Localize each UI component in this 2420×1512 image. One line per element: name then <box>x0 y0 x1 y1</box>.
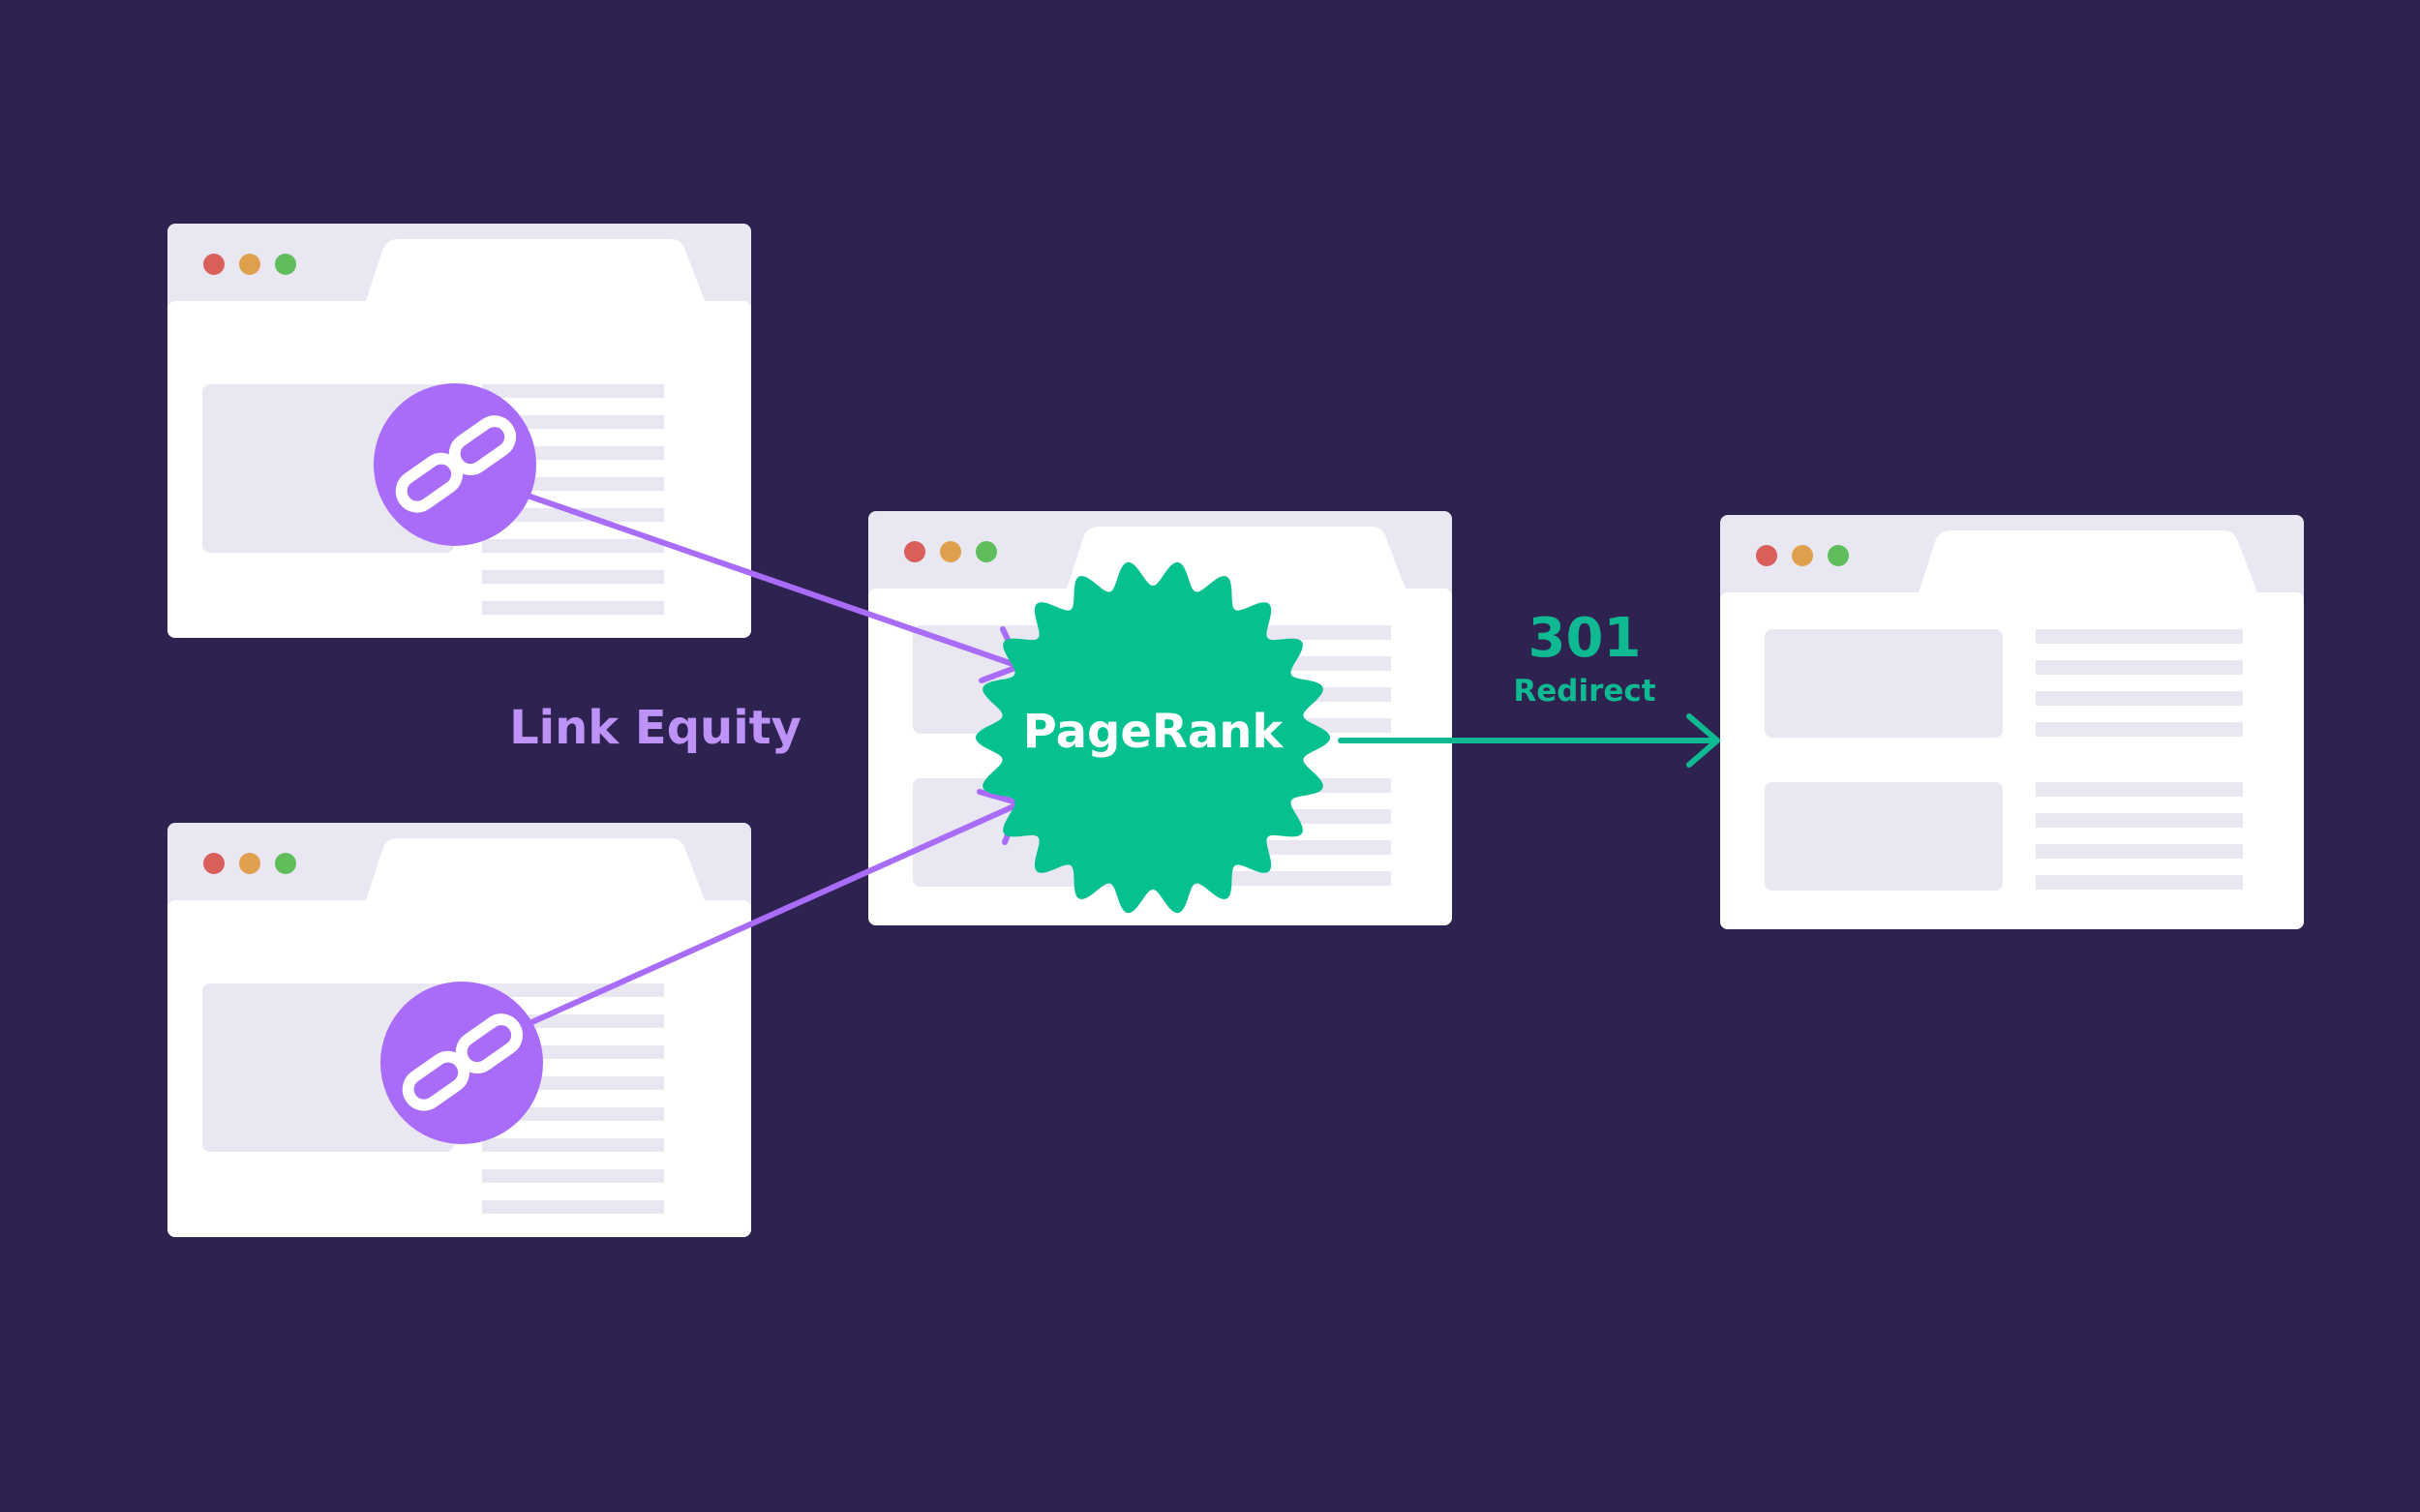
close-dot <box>203 254 225 275</box>
link-equity-label: Link Equity <box>509 701 802 755</box>
pagerank-seal <box>976 561 1330 914</box>
close-dot <box>904 541 925 562</box>
maximize-dot <box>976 541 997 562</box>
minimize-dot <box>239 853 260 874</box>
maximize-dot <box>275 853 296 874</box>
minimize-dot <box>940 541 961 562</box>
redirect-code-label: 301 <box>1528 607 1642 670</box>
minimize-dot <box>1792 545 1813 566</box>
close-dot <box>1756 545 1777 566</box>
redirect-text-label: Redirect <box>1513 674 1655 709</box>
source-page-top-window <box>167 224 751 638</box>
minimize-dot <box>239 254 260 275</box>
link-badge-top <box>374 383 536 546</box>
close-dot <box>203 853 225 874</box>
redirect-arrow <box>1338 713 1720 768</box>
page-placeholder-content <box>1765 629 2243 891</box>
maximize-dot <box>1828 545 1849 566</box>
pagerank-label: PageRank <box>1023 705 1285 759</box>
maximize-dot <box>275 254 296 275</box>
new-page-window <box>1720 515 2304 929</box>
link-badge-bottom <box>380 982 543 1144</box>
